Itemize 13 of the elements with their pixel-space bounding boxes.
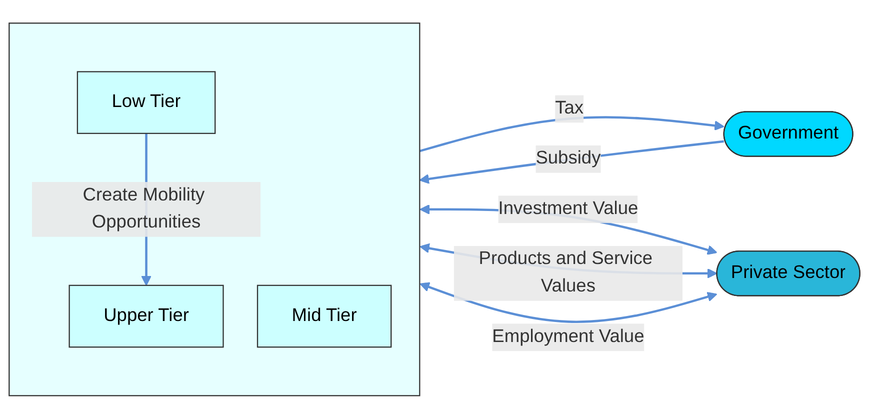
edge-label: Products and Service Values [478, 249, 653, 296]
node-box: Mid Tier [256, 284, 392, 348]
arrow [420, 282, 718, 324]
arrow [419, 140, 724, 184]
node-box: Upper Tier [68, 284, 224, 348]
edge-label: Investment Value [498, 199, 638, 219]
node-box: Low Tier [76, 71, 216, 134]
edge-label: Create Mobility Opportunities [82, 185, 205, 232]
edge-label: Subsidy [536, 148, 601, 168]
edge-label: Tax [555, 98, 584, 118]
cluster [8, 22, 420, 396]
edge-label: Employment Value [492, 327, 644, 347]
arrow [419, 116, 724, 152]
